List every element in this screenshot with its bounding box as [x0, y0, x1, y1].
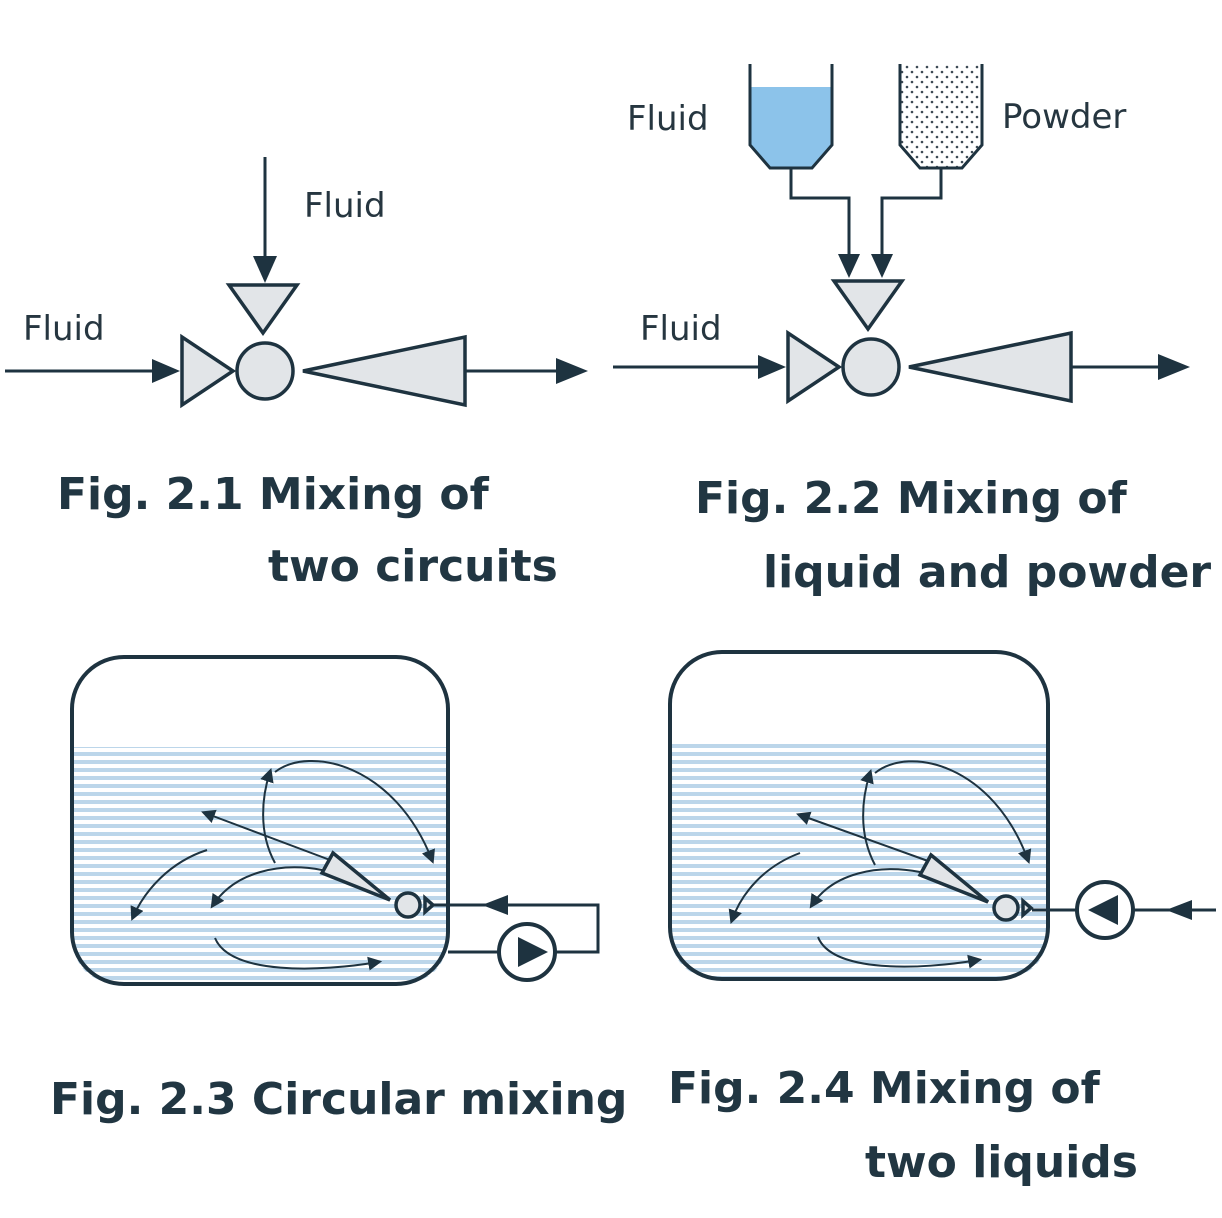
top-nozzle: [225, 283, 301, 337]
flow-arrow: [214, 937, 383, 971]
flow-arrow: [860, 768, 876, 866]
jet-arrow: [201, 809, 331, 861]
flow-arrow: [874, 760, 1032, 864]
top-nozzle: [830, 279, 906, 333]
diffuser: [302, 334, 467, 408]
left-nozzle: [786, 329, 843, 405]
recirculation-line: [434, 903, 600, 954]
pump-triangle: [1088, 895, 1118, 925]
caption-fig-2-4-line1: Fig. 2.4 Mixing of: [668, 1063, 1101, 1114]
eductor-diffuser: [917, 852, 990, 904]
liquid: [670, 742, 1048, 979]
eductor-diffuser: [319, 850, 392, 902]
arrowhead: [556, 358, 588, 384]
caption-fig-2-2-line1: Fig. 2.2 Mixing of: [695, 473, 1128, 524]
caption-fig-2-4-line2: two liquids: [865, 1137, 1138, 1188]
flow-arrow: [728, 852, 801, 924]
arrowhead: [838, 254, 860, 278]
arrowhead: [758, 355, 786, 379]
caption-fig-2-1-line2: two circuits: [268, 541, 558, 592]
eductor-nozzle: [1021, 897, 1034, 919]
diffuser: [908, 330, 1073, 404]
arrowhead: [1158, 354, 1190, 380]
label-fluid-left: Fluid: [23, 309, 105, 349]
fluid-feed-line: [789, 168, 851, 258]
mixing-tank: [70, 655, 450, 986]
label-powder-tank: Powder: [1002, 97, 1126, 137]
arrowhead: [1166, 900, 1192, 920]
mixing-tank: [668, 650, 1050, 981]
label-fluid-top: Fluid: [304, 186, 386, 226]
flow-arrow: [274, 760, 435, 864]
flow-arrow: [210, 866, 323, 909]
mixing-chamber: [235, 341, 295, 401]
flow-arrow: [817, 936, 983, 969]
powder-fill: [900, 64, 982, 168]
label-fluid-left: Fluid: [640, 309, 722, 349]
caption-fig-2-3: Fig. 2.3 Circular mixing: [50, 1074, 627, 1125]
eductor-chamber: [394, 891, 422, 919]
arrowhead: [152, 359, 180, 383]
eductor-nozzle: [423, 894, 436, 916]
flow-arrow: [130, 849, 208, 921]
caption-fig-2-2-line2: liquid and powder: [763, 547, 1211, 598]
fluid-level: [750, 87, 832, 168]
label-fluid-tank: Fluid: [627, 99, 709, 139]
arrowhead: [871, 254, 893, 278]
figure-2-4: Fig. 2.4 Mixing of two liquids: [668, 650, 1216, 1188]
flow-arrow: [260, 768, 276, 864]
arrowhead: [253, 256, 277, 283]
left-nozzle: [180, 333, 237, 409]
figure-2-2: Fluid Powder Fluid Fig. 2.2 Mixing of li…: [613, 64, 1211, 598]
powder-feed-line: [880, 168, 943, 258]
eductor-chamber: [992, 894, 1020, 922]
figure-2-3: Fig. 2.3 Circular mixing: [50, 655, 627, 1125]
figure-2-1: Fluid Fluid Fig. 2.1 Mixing of two circu…: [5, 157, 588, 592]
mixing-chamber: [841, 337, 901, 397]
liquid: [72, 747, 448, 984]
caption-fig-2-1-line1: Fig. 2.1 Mixing of: [57, 469, 490, 520]
arrowhead: [482, 895, 508, 915]
jet-arrow: [796, 811, 929, 862]
flow-arrow: [809, 868, 921, 909]
pump-triangle: [518, 937, 548, 967]
